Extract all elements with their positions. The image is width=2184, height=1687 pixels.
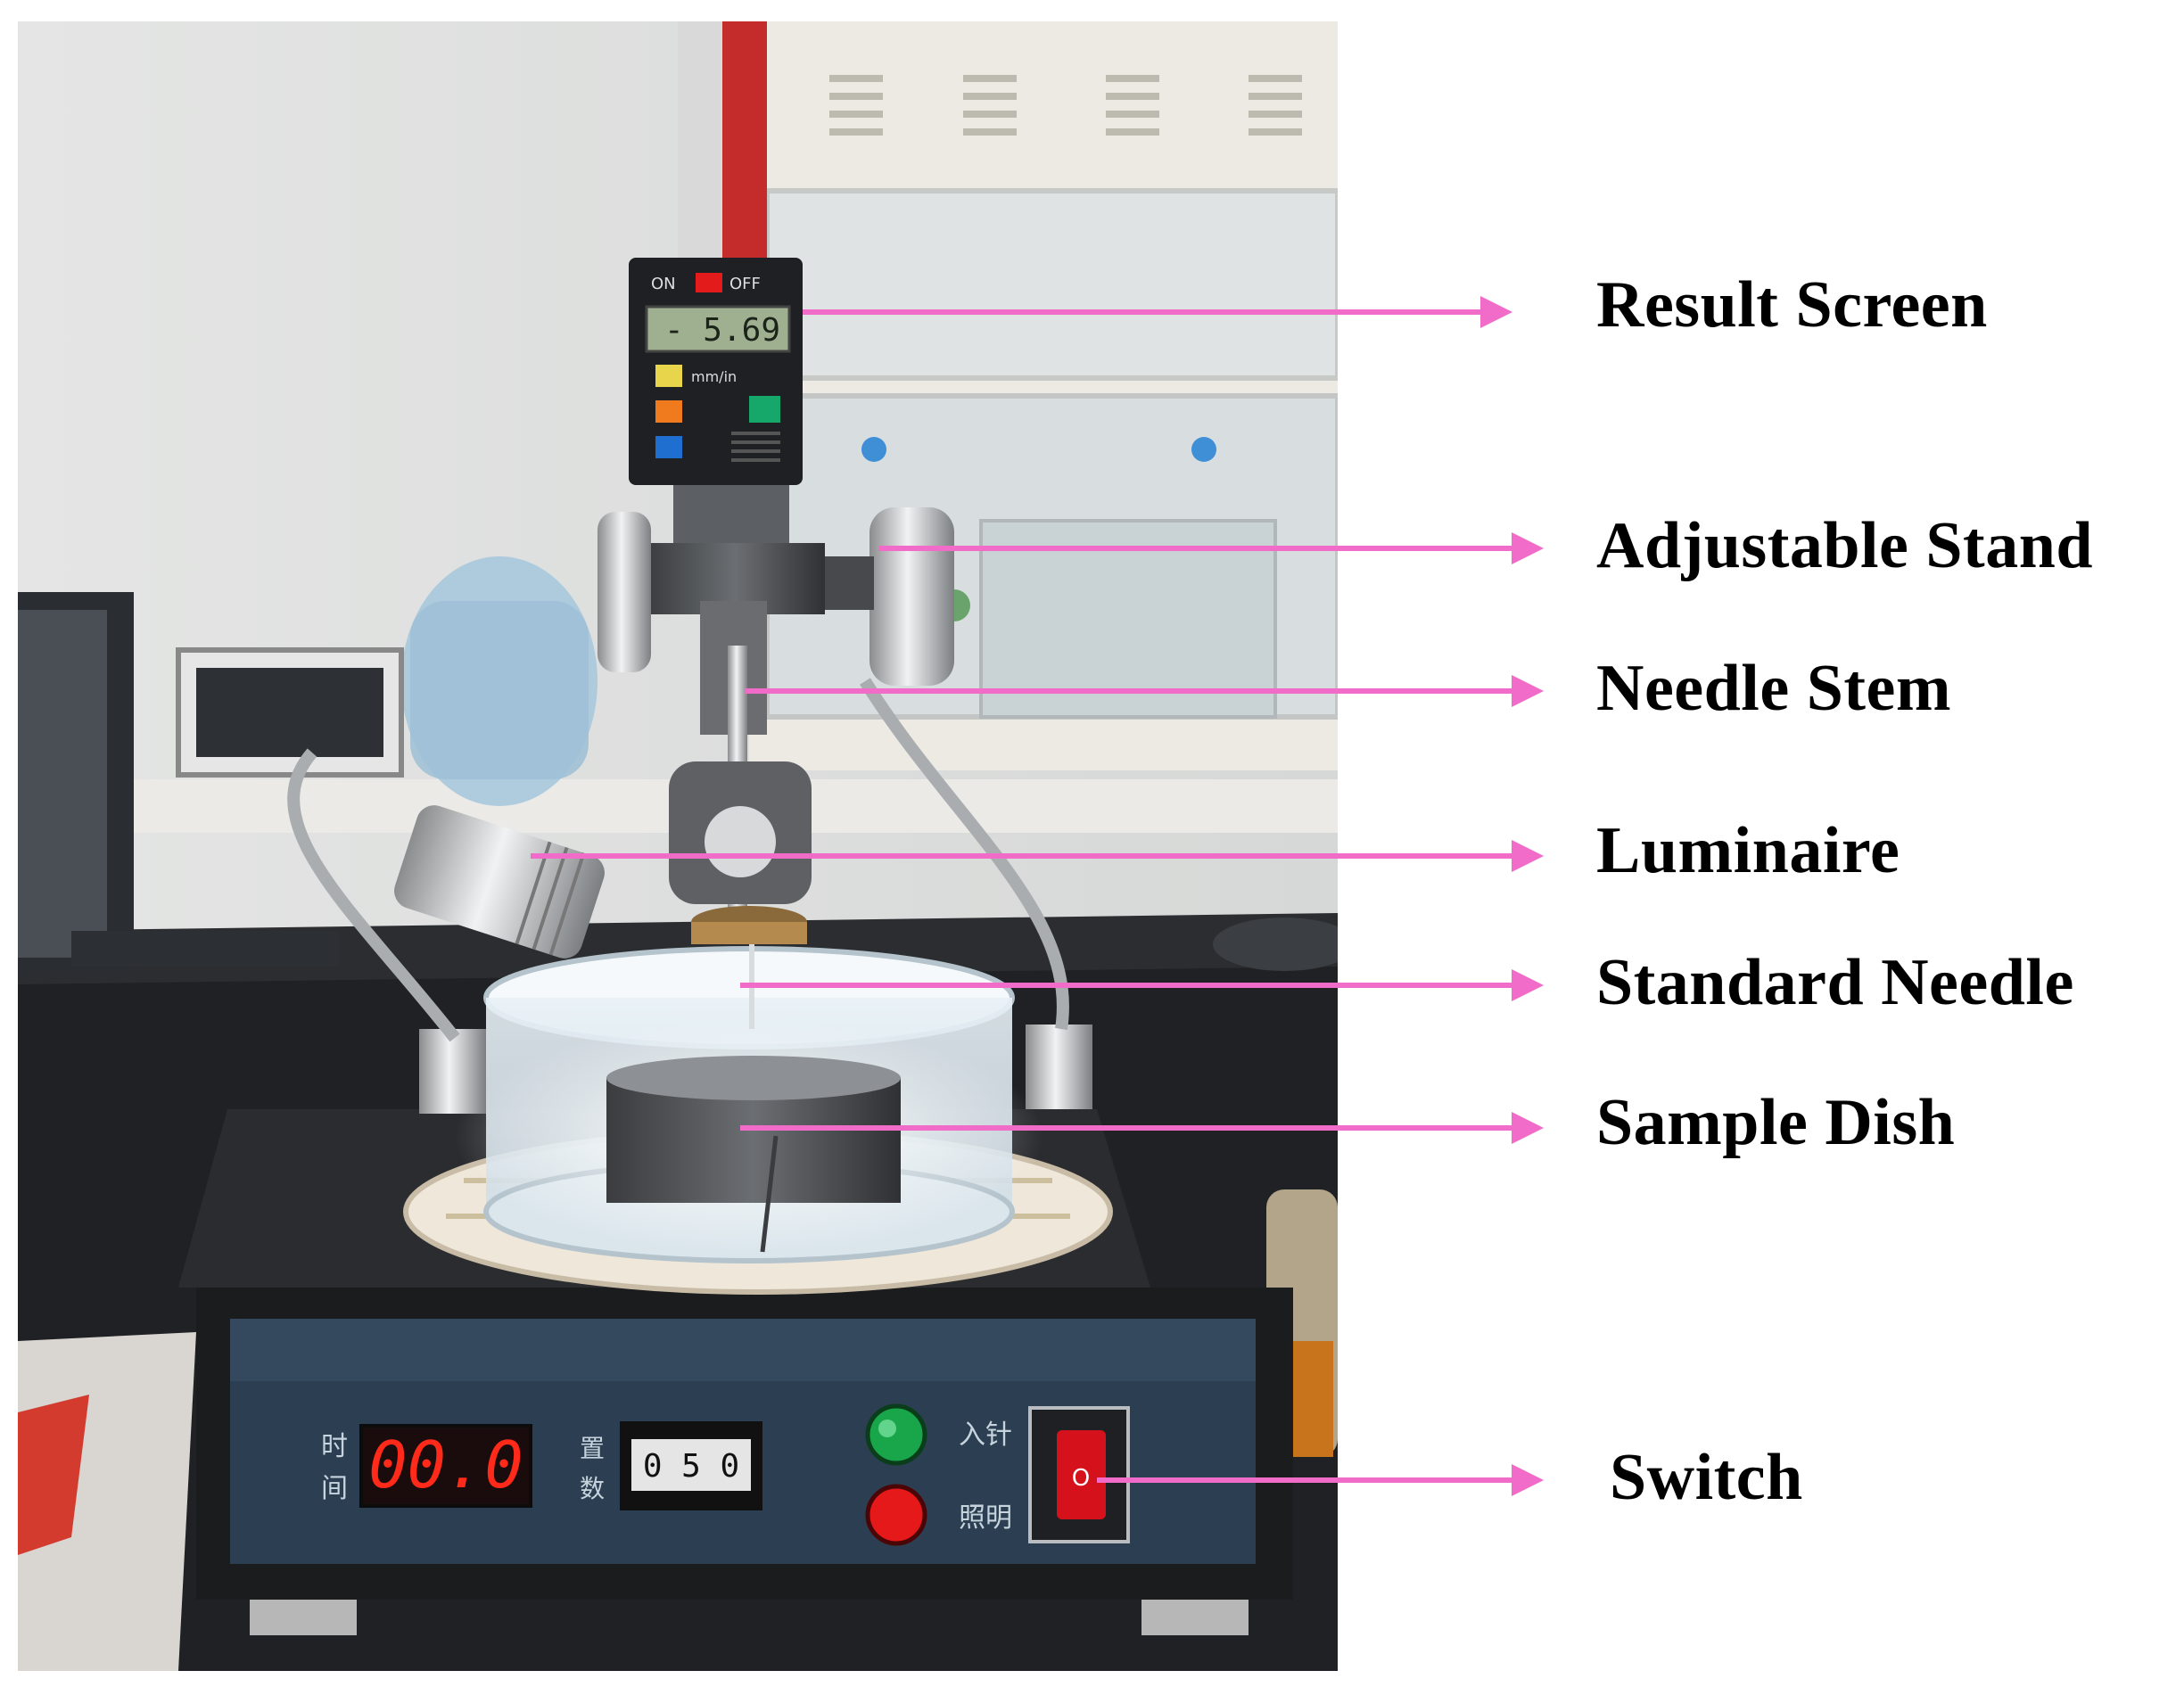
power-switch[interactable]: [1057, 1430, 1106, 1519]
luminaire: [394, 805, 605, 959]
gauge-power-button[interactable]: [696, 273, 722, 292]
apparatus-illustration: 时 间 00.0 置 数 0 5 0 入针 照明 O: [18, 21, 1338, 1671]
illumination-button[interactable]: [865, 1484, 927, 1546]
label-adjustable-stand: Adjustable Stand: [1596, 509, 2094, 582]
needle-release-label: 入针: [959, 1420, 1012, 1451]
gauge-off-label: OFF: [729, 275, 761, 293]
label-luminaire: Luminaire: [1596, 814, 1900, 887]
gauge-down-button[interactable]: [655, 436, 682, 458]
gauge-up-button[interactable]: [655, 400, 682, 423]
label-needle-stem: Needle Stem: [1596, 652, 1951, 725]
gauge-reading: - 5.69: [664, 312, 780, 349]
timer-display-value: 00.0: [368, 1428, 523, 1502]
timer-label-bottom: 间: [321, 1473, 348, 1504]
illumination-label: 照明: [959, 1502, 1012, 1534]
label-standard-needle: Standard Needle: [1596, 946, 2074, 1019]
counter-digits: 0 5 0: [643, 1448, 739, 1485]
label-sample-dish: Sample Dish: [1596, 1086, 1956, 1159]
needle-release-button[interactable]: [865, 1403, 927, 1466]
gauge-zero-button[interactable]: [749, 396, 780, 423]
label-result-screen: Result Screen: [1596, 268, 1988, 342]
power-switch-mark: O: [1072, 1465, 1090, 1492]
counter-label-top: 置: [580, 1434, 605, 1463]
stand-knob-right: [869, 507, 954, 686]
gauge-unit-button[interactable]: [655, 365, 682, 387]
counter-label-bottom: 数: [580, 1474, 605, 1503]
stand-knob-left: [598, 512, 651, 672]
timer-display: [359, 1424, 532, 1508]
label-switch: Switch: [1610, 1441, 1803, 1514]
timer-label-top: 时: [321, 1431, 348, 1462]
result-screen: [645, 305, 791, 353]
gauge-unit-label: mm/in: [691, 368, 737, 385]
apparatus-photo: 时 间 00.0 置 数 0 5 0 入针 照明 O: [18, 21, 1338, 1671]
gauge-on-label: ON: [651, 275, 676, 293]
